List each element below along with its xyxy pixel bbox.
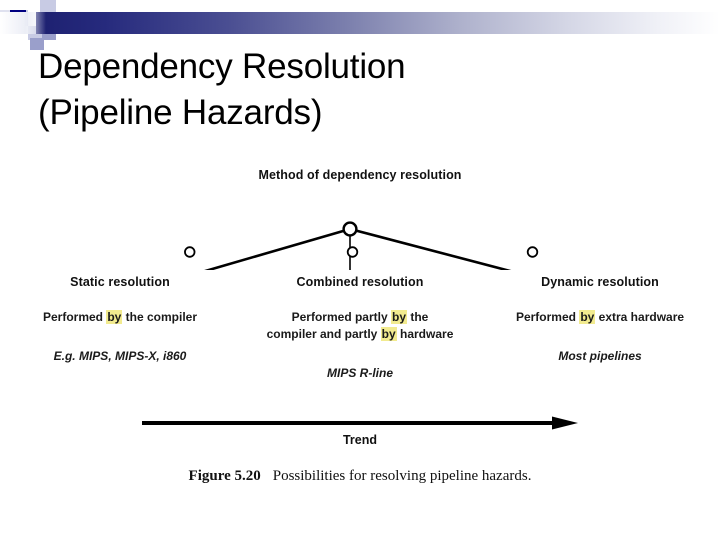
column-description-combined: Performed partly by the compiler and par… — [240, 309, 480, 343]
dynamic-desc-highlight: by — [579, 310, 596, 324]
page-title-line-1: Dependency Resolution — [38, 47, 406, 86]
column-combined-resolution: Combined resolution Performed partly by … — [240, 275, 480, 382]
deco-square-mid-2 — [30, 38, 44, 50]
figure-root-label: Method of dependency resolution — [258, 168, 462, 182]
column-label-dynamic: Dynamic resolution — [541, 275, 659, 289]
column-example-dynamic: Most pipelines — [558, 349, 642, 364]
trend-arrow-icon — [142, 416, 578, 430]
figure-caption: Figure 5.20 Possibilities for resolving p… — [0, 468, 720, 485]
static-desc-highlight: by — [106, 310, 123, 324]
deco-square-light-2 — [40, 0, 56, 12]
column-description-static: Performed by the compiler — [0, 309, 240, 326]
page-title: Dependency Resolution (Pipeline Hazards) — [38, 44, 688, 136]
column-example-static: E.g. MIPS, MIPS-X, i860 — [53, 349, 187, 364]
column-dynamic-resolution: Dynamic resolution Performed by extra ha… — [480, 275, 720, 382]
tree-node-root — [342, 221, 358, 237]
dynamic-desc-pre: Performed — [515, 310, 580, 324]
combined-desc-l2-pre: compiler and partly — [266, 327, 381, 342]
dynamic-desc-post: extra hardware — [595, 310, 685, 324]
static-desc-pre: Performed — [42, 310, 107, 324]
combined-desc-l2-post: hardware — [396, 327, 454, 342]
resolution-columns: Static resolution Performed by the compi… — [0, 275, 720, 382]
header-left-fade — [0, 12, 46, 34]
branch-line-left — [204, 227, 351, 270]
combined-desc-l1-highlight: by — [391, 310, 408, 324]
column-example-combined: MIPS R-line — [326, 366, 393, 381]
column-label-combined: Combined resolution — [296, 275, 424, 289]
trend-label: Trend — [342, 433, 378, 447]
combined-desc-l1-post: the — [407, 310, 429, 324]
slide-header-decoration — [0, 0, 720, 50]
dependency-tree-diagram — [204, 221, 512, 270]
column-static-resolution: Static resolution Performed by the compi… — [0, 275, 240, 382]
column-description-dynamic: Performed by extra hardware — [480, 309, 720, 326]
combined-desc-l1-pre: Performed partly — [291, 310, 391, 324]
trend-indicator: Trend — [0, 415, 720, 447]
header-gradient-bar — [36, 12, 720, 34]
static-desc-post: the compiler — [122, 310, 198, 324]
branch-line-right — [349, 227, 512, 270]
figure-container: Method of dependency resolution Static r… — [0, 160, 720, 505]
combined-desc-l2-highlight: by — [380, 327, 397, 342]
figure-caption-number: Figure 5.20 — [188, 468, 261, 484]
column-label-static: Static resolution — [70, 275, 170, 289]
page-title-line-2: (Pipeline Hazards) — [38, 93, 323, 133]
figure-caption-text: Possibilities for resolving pipeline haz… — [272, 468, 532, 484]
